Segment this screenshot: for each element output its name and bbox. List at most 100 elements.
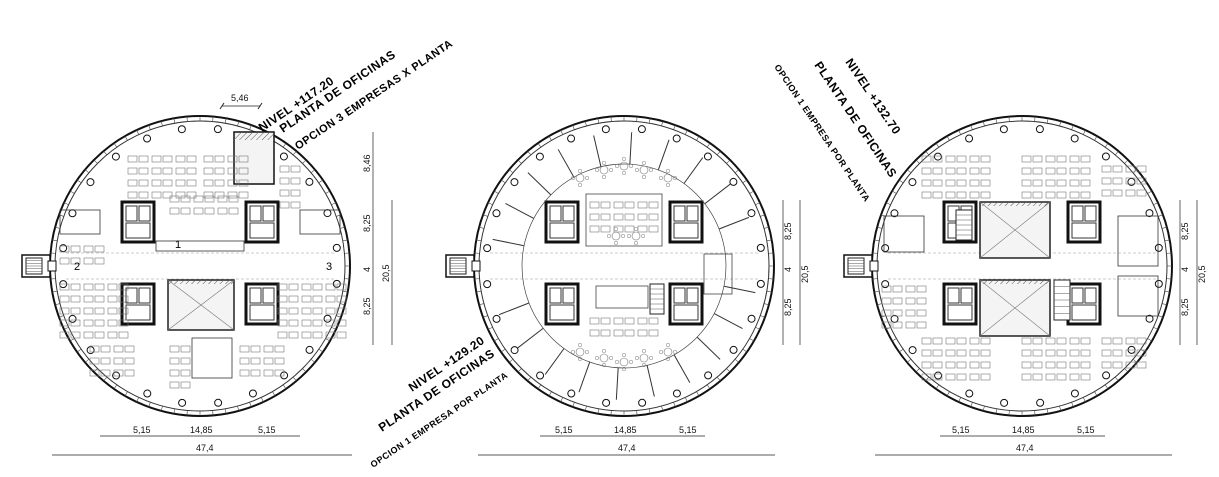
desk xyxy=(945,167,956,175)
chair xyxy=(584,349,590,355)
desk xyxy=(169,357,180,365)
desk xyxy=(107,319,118,327)
chair xyxy=(594,355,600,361)
desk xyxy=(151,155,162,163)
mullion xyxy=(331,202,337,205)
chair xyxy=(658,349,664,355)
core-room xyxy=(673,287,686,304)
desk xyxy=(83,319,94,327)
desk xyxy=(969,361,980,369)
mullion xyxy=(1114,376,1119,382)
desk xyxy=(1069,155,1080,163)
desk xyxy=(118,319,129,327)
mullion xyxy=(63,202,69,205)
round-table xyxy=(639,165,649,175)
desk xyxy=(301,295,312,303)
desk xyxy=(227,155,238,163)
structural-column xyxy=(536,371,545,380)
desk xyxy=(1080,179,1091,187)
core-room xyxy=(1084,287,1097,304)
desk xyxy=(969,373,980,381)
structural-column xyxy=(143,389,152,398)
structural-column xyxy=(756,279,765,288)
mullion xyxy=(339,226,345,229)
mullion xyxy=(1046,118,1049,124)
chair xyxy=(634,355,640,361)
mullion xyxy=(1059,405,1062,411)
desk xyxy=(1056,373,1067,381)
mullion xyxy=(302,159,307,164)
mullion xyxy=(1114,150,1119,156)
desk xyxy=(290,177,301,185)
mullion xyxy=(173,408,176,414)
desk xyxy=(238,179,249,187)
structural-column xyxy=(305,177,314,186)
structural-column xyxy=(999,125,1008,134)
desk xyxy=(118,307,129,315)
office-partition xyxy=(718,216,750,230)
desk xyxy=(193,195,204,203)
desk xyxy=(956,155,967,163)
desk xyxy=(1136,165,1147,173)
core-room xyxy=(1071,304,1097,321)
round-table xyxy=(619,357,629,367)
svg-text:5,15: 5,15 xyxy=(555,425,573,435)
mullion xyxy=(597,118,600,124)
meeting-room xyxy=(883,215,925,253)
desk xyxy=(1125,189,1136,197)
desk xyxy=(100,357,111,365)
desk xyxy=(301,283,312,291)
desk xyxy=(1069,337,1080,345)
mullion xyxy=(482,315,488,318)
mullion xyxy=(742,348,748,353)
desk xyxy=(336,307,347,315)
desk xyxy=(613,329,624,337)
desk xyxy=(921,179,932,187)
desk xyxy=(312,331,323,339)
mullion xyxy=(1158,214,1164,217)
core-room xyxy=(562,287,575,304)
structural-column xyxy=(248,389,257,398)
mullion xyxy=(874,239,880,242)
mullion xyxy=(970,124,973,130)
desk xyxy=(279,201,290,209)
desk xyxy=(1125,361,1136,369)
chair xyxy=(613,240,619,246)
desk xyxy=(204,207,215,215)
mullion xyxy=(661,405,664,411)
desk xyxy=(648,317,659,325)
chair xyxy=(601,362,607,368)
desk xyxy=(94,295,105,303)
desk xyxy=(250,357,261,365)
desk xyxy=(239,369,250,377)
mullion xyxy=(124,135,128,141)
structural-column xyxy=(1145,209,1154,218)
desk xyxy=(94,307,105,315)
svg-text:47,4: 47,4 xyxy=(618,443,636,453)
mullion xyxy=(572,124,575,130)
desk xyxy=(1080,337,1091,345)
svg-text:14,85: 14,85 xyxy=(190,425,213,435)
desk xyxy=(1045,179,1056,187)
chair xyxy=(594,167,600,173)
mullion xyxy=(982,121,985,127)
chair xyxy=(608,355,614,361)
mullion xyxy=(1161,226,1167,229)
desk xyxy=(162,179,173,187)
mullion xyxy=(1071,124,1074,130)
core-room xyxy=(549,304,575,321)
structural-column xyxy=(934,371,943,380)
desk xyxy=(905,321,916,329)
desk xyxy=(589,329,600,337)
structural-column xyxy=(492,209,501,218)
desk xyxy=(124,345,135,353)
desk xyxy=(1101,177,1112,185)
desk xyxy=(238,191,249,199)
desk xyxy=(980,349,991,357)
mullion xyxy=(763,226,769,229)
desk xyxy=(1021,337,1032,345)
desk xyxy=(186,167,197,175)
desk xyxy=(892,285,903,293)
mullion xyxy=(982,405,985,411)
svg-text:5,15: 5,15 xyxy=(1077,425,1095,435)
